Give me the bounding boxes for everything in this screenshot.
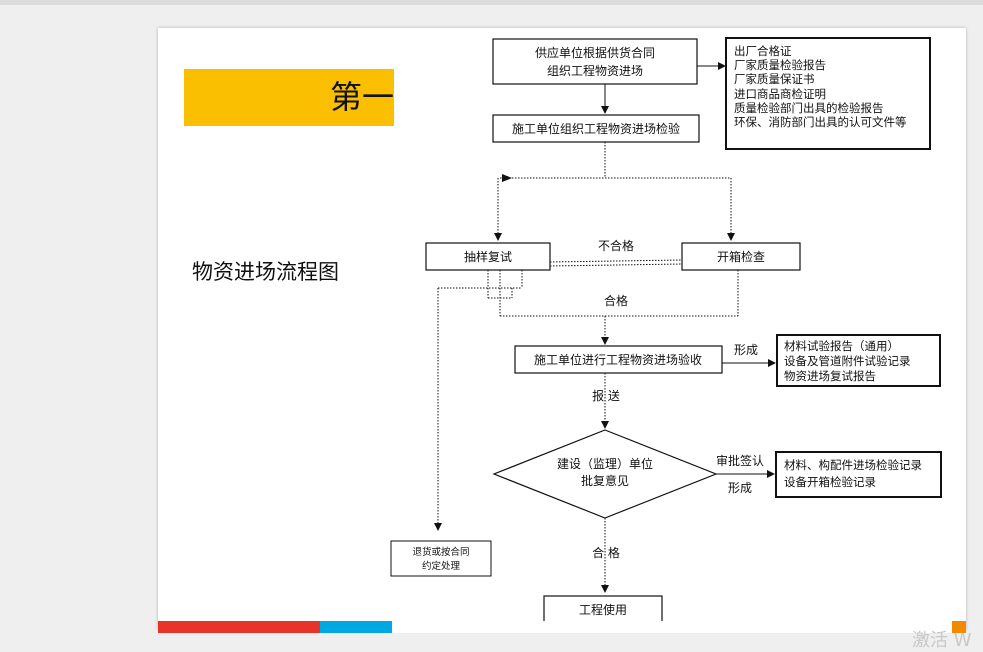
qualified-label: 合格 (604, 293, 628, 308)
form-label-1: 形成 (734, 343, 758, 357)
unpack-label: 开箱检查 (717, 249, 765, 264)
doc-item: 厂家质量检验报告 (734, 58, 826, 72)
report-item: 物资进场复试报告 (784, 369, 876, 383)
sampling-label: 抽样复试 (464, 249, 512, 264)
approve-label: 审批签认 (716, 453, 764, 468)
record-item: 设备开箱检验记录 (784, 475, 876, 489)
slide-heading: 物资进场流程图 (192, 260, 339, 284)
doc-item: 厂家质量保证书 (734, 72, 815, 86)
bottom-bar-white (392, 621, 952, 633)
acceptance-label: 施工单位进行工程物资进场验收 (534, 352, 702, 367)
unpack-box (681, 242, 801, 271)
return-box (390, 540, 492, 577)
doc-item: 质量检验部门出具的检验报告 (734, 101, 884, 115)
bottom-bar-orange (952, 621, 966, 633)
doc-item: 进口商品商检证明 (734, 87, 826, 101)
title-banner (184, 69, 394, 126)
report-item: 材料试验报告（通用） (784, 339, 899, 353)
record-box (775, 451, 942, 498)
report-item: 设备及管道附件试验记录 (784, 354, 911, 368)
sampling-box (425, 242, 551, 271)
supervisor-line-1: 建设（监理）单位 (557, 456, 653, 471)
doc-item: 环保、消防部门出具的认可文件等 (734, 115, 907, 129)
return-line-1: 退货或按合同 (412, 546, 469, 558)
supplier-line-1: 供应单位根据供货合同 (535, 45, 655, 60)
form-label-2: 形成 (728, 481, 752, 495)
pass-label: 合 格 (592, 545, 620, 560)
activation-watermark: 激活 W (912, 630, 972, 651)
bottom-bar-red (158, 621, 320, 633)
inspection-label: 施工单位组织工程物资进场检验 (512, 121, 680, 136)
documents-box (725, 37, 931, 150)
supervisor-line-2: 批复意见 (581, 473, 629, 488)
split-connectors (494, 142, 735, 241)
supplier-line-2: 组织工程物资进场 (547, 63, 643, 78)
supplier-box (492, 38, 698, 85)
submit-label: 报 送 (592, 388, 620, 403)
use-box (543, 595, 663, 624)
unqualified-label: 不合格 (598, 238, 634, 253)
banner-title: 第一 (330, 78, 395, 116)
window-top-strip (0, 0, 983, 5)
report-box (776, 334, 941, 387)
inspection-box (492, 114, 700, 143)
split-arrowhead (502, 174, 512, 182)
use-label: 工程使用 (579, 602, 627, 617)
unqualified-connector (434, 259, 739, 531)
return-line-2: 约定处理 (422, 560, 461, 572)
record-item: 材料、构配件进场检验记录 (784, 458, 922, 472)
acceptance-box (514, 345, 723, 374)
doc-item: 出厂合格证 (734, 44, 792, 58)
bottom-bar-blue (320, 621, 392, 633)
